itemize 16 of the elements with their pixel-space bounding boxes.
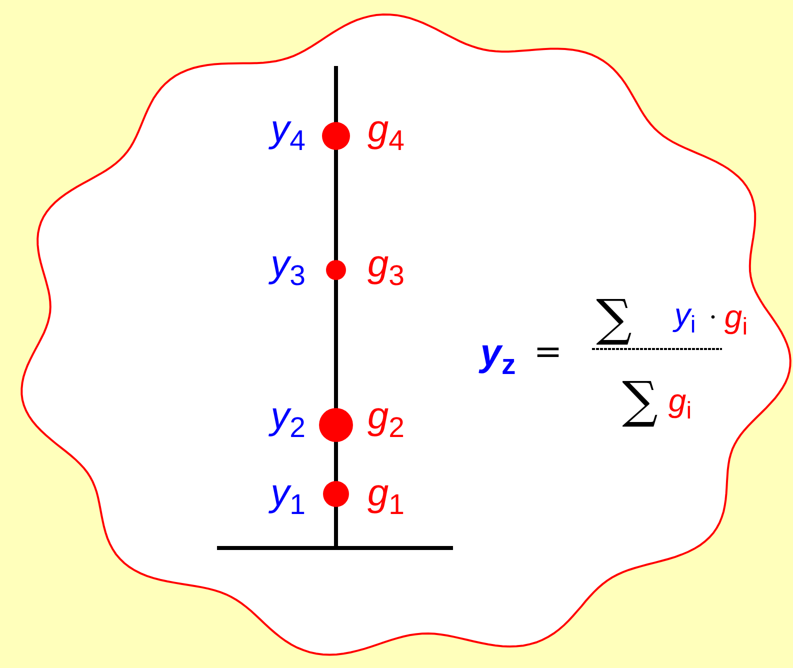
math-operator: = (534, 335, 562, 369)
variable-label: g$_{i}$ (724, 300, 748, 340)
variable-label: y$_{i}$ (674, 298, 696, 338)
variable-label: g$_{3}$ (368, 245, 404, 291)
variable-label: y$_{4}$ (270, 110, 306, 156)
variable-label: y$_{z}$ (480, 334, 516, 380)
variable-label: g$_{1}$ (368, 474, 404, 520)
variable-label: g$_{2}$ (368, 397, 404, 443)
variable-label: g$_{i}$ (668, 384, 692, 424)
variable-label: y$_{2}$ (270, 397, 306, 443)
sum-symbol: ∑ (596, 293, 632, 343)
variable-label: y$_{3}$ (270, 245, 306, 291)
math-operator: · (708, 305, 718, 331)
sum-symbol: ∑ (622, 375, 658, 425)
variable-label: g$_{4}$ (368, 110, 404, 156)
variable-label: y$_{1}$ (270, 474, 306, 520)
